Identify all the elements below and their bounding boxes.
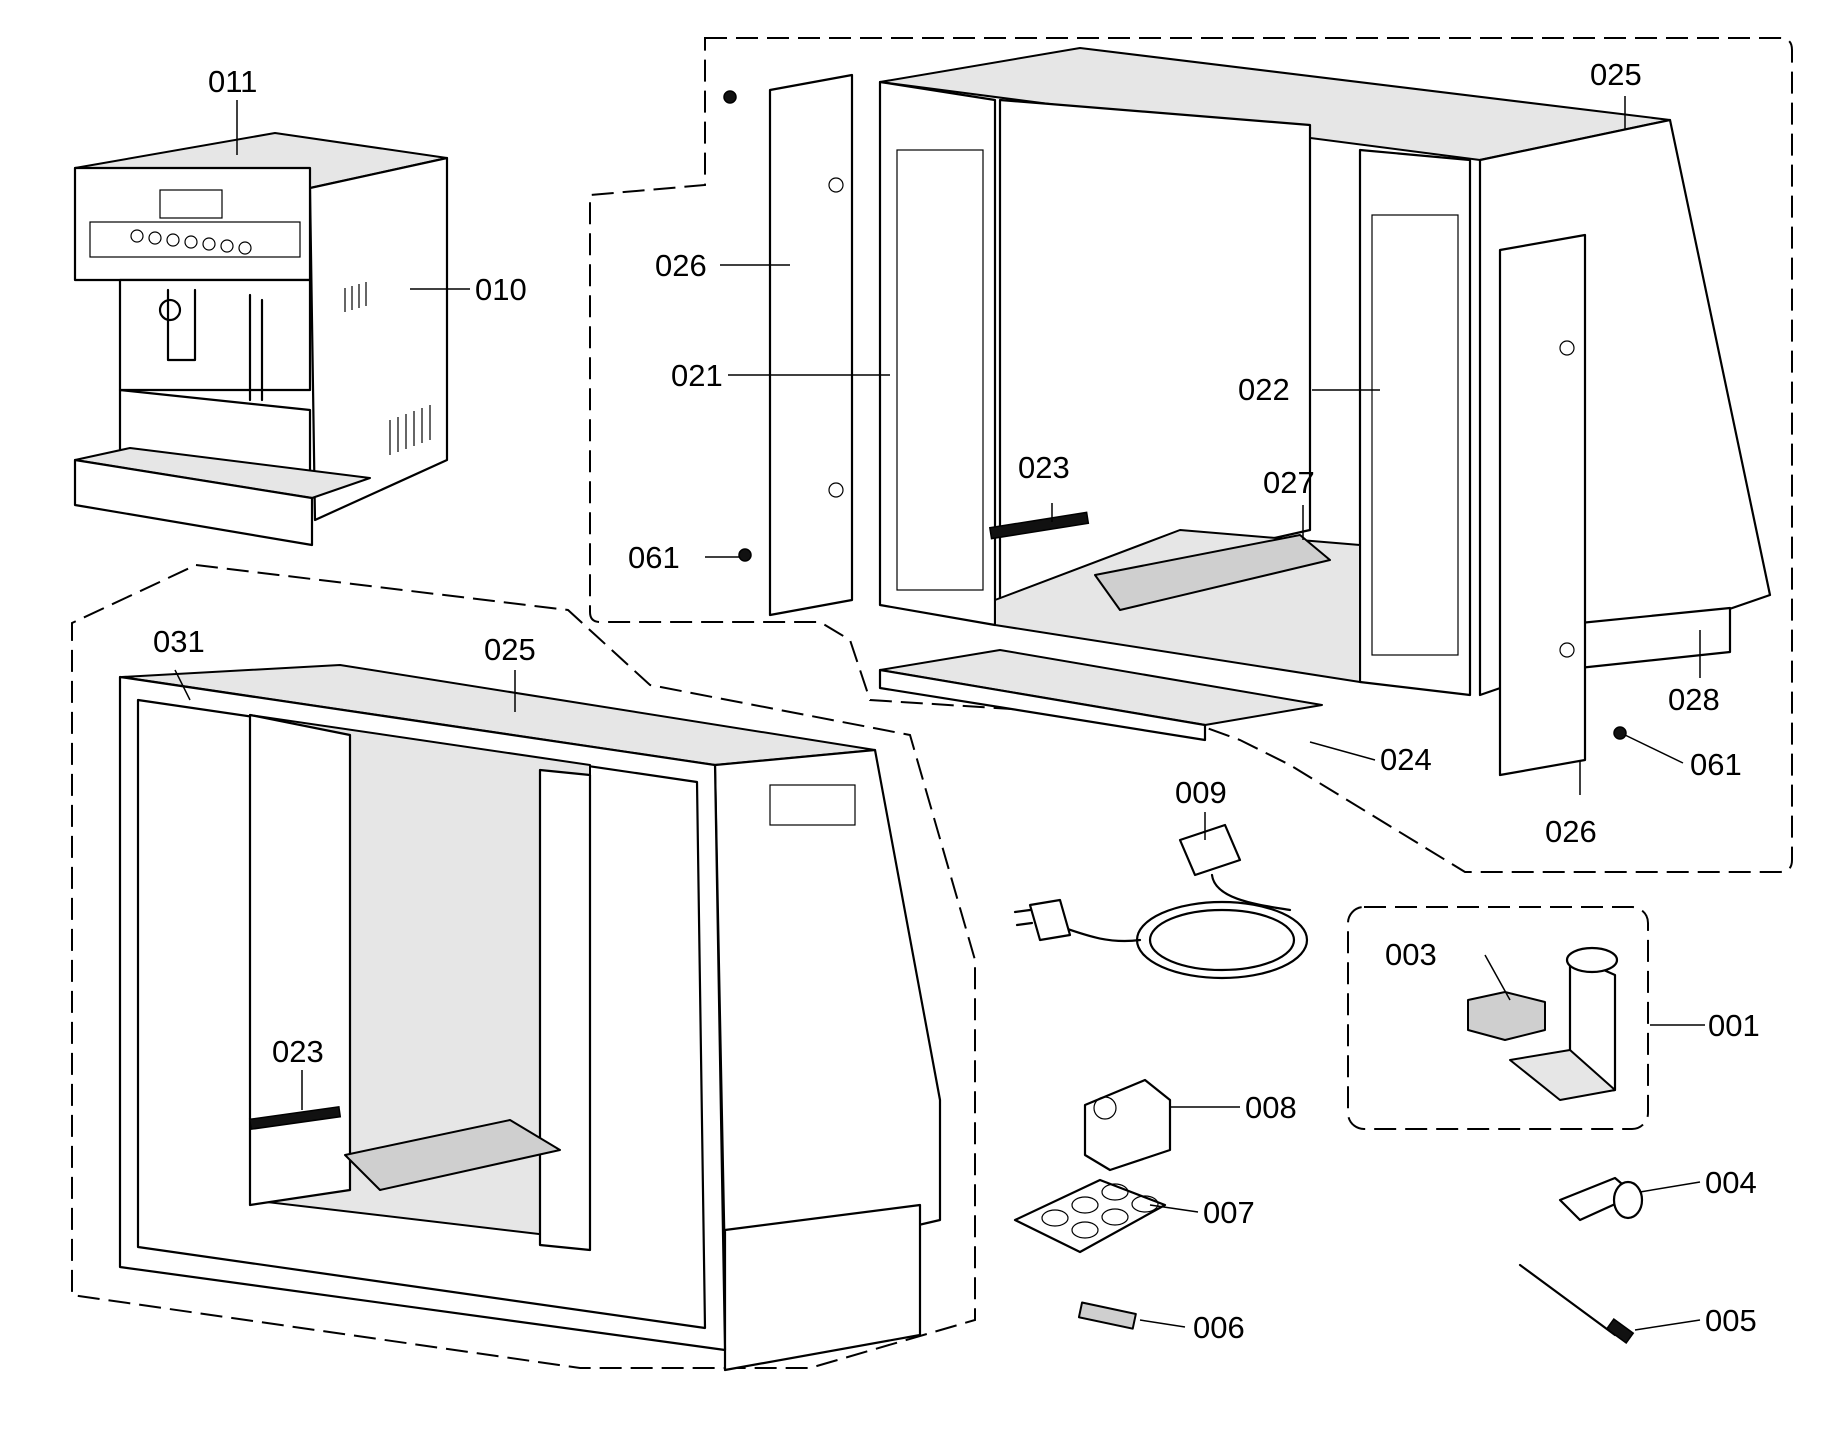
brush-005-bristles — [1605, 1318, 1635, 1344]
key-004-head — [1612, 1180, 1644, 1220]
screw-top-left — [723, 90, 737, 104]
power-cord-lead — [1038, 873, 1292, 942]
housing-right-frame-inner — [1371, 214, 1459, 656]
side-plate-hole — [1559, 340, 1575, 356]
machine-control-strip — [89, 221, 301, 258]
part-label-027: 027 — [1263, 465, 1315, 500]
felt-pad-sheet — [1013, 1178, 1167, 1254]
drip-tray-024-front — [878, 668, 1207, 742]
holder-001-top — [1565, 946, 1619, 974]
side-plate-026-left — [768, 73, 854, 617]
housing-back-wall — [998, 98, 1312, 602]
part-label-025-upper: 025 — [1590, 57, 1642, 92]
coffee-machine-assembly — [73, 132, 449, 547]
label-strip-023-lower — [248, 1105, 342, 1131]
power-cord-plug-end — [1178, 823, 1242, 877]
side-plate-hole — [828, 177, 844, 193]
part-label-003: 003 — [1385, 937, 1437, 972]
accessory-kit-group-boundary — [1347, 906, 1649, 1130]
part-label-001: 001 — [1708, 1008, 1760, 1043]
rail-027 — [1094, 534, 1331, 611]
brush-005-handle — [1518, 1263, 1617, 1337]
housing-left-frame-inner — [896, 149, 984, 591]
part-label-009: 009 — [1175, 775, 1227, 810]
label-strip-023-upper — [988, 511, 1090, 540]
power-cord-009 — [1013, 823, 1309, 980]
machine-drip-tray-front — [73, 458, 314, 547]
upper-housing-group-boundary — [589, 37, 1793, 873]
leader-lines — [174, 96, 1705, 1331]
machine-side-vents — [344, 282, 431, 455]
frame-side-label — [769, 784, 856, 826]
power-cord-mains-plug — [1028, 898, 1072, 942]
lower-frame-group-boundary — [71, 563, 976, 1369]
part-label-023-lower: 023 — [272, 1034, 324, 1069]
water-filter-body — [1083, 1078, 1172, 1172]
part-label-025-lower: 025 — [484, 632, 536, 667]
part-label-026-right: 026 — [1545, 814, 1597, 849]
housing-right-frame — [1358, 148, 1472, 697]
part-label-004: 004 — [1705, 1165, 1757, 1200]
part-label-031: 031 — [153, 624, 205, 659]
part-label-022: 022 — [1238, 372, 1290, 407]
water-filter-cap — [1093, 1096, 1117, 1120]
part-label-061-left: 061 — [628, 540, 680, 575]
side-plate-hole — [828, 482, 844, 498]
part-label-021: 021 — [671, 358, 723, 393]
part-label-026-left: 026 — [655, 248, 707, 283]
screw-061-left — [738, 548, 752, 562]
part-label-011: 011 — [208, 64, 257, 99]
part-label-010: 010 — [475, 272, 527, 307]
part-label-024: 024 — [1380, 742, 1432, 777]
frame-interior-left — [248, 713, 352, 1207]
part-label-028: 028 — [1668, 682, 1720, 717]
upper-housing-assembly — [878, 47, 1772, 697]
part-label-023-upper: 023 — [1018, 450, 1070, 485]
machine-dispenser — [158, 288, 264, 402]
key-004 — [1558, 1176, 1644, 1222]
part-label-008: 008 — [1245, 1090, 1297, 1125]
lower-frame-assembly — [118, 664, 942, 1372]
power-cord-coil — [1135, 900, 1309, 980]
sponge-003 — [1467, 991, 1546, 1041]
frame-side-panel — [713, 748, 942, 1272]
part-label-006: 006 — [1193, 1310, 1245, 1345]
felt-pads-007 — [1013, 1178, 1167, 1254]
part-label-005: 005 — [1705, 1303, 1757, 1338]
water-filter-008 — [1083, 1078, 1172, 1172]
screw-061-right — [1613, 726, 1627, 740]
machine-front-panel — [73, 166, 312, 282]
test-strip-006 — [1077, 1301, 1137, 1330]
frame-interior-right — [538, 768, 592, 1252]
side-plate-hole — [1559, 642, 1575, 658]
holder-001-base — [1509, 1049, 1616, 1101]
power-cord-coil-inner — [1148, 908, 1296, 972]
accessory-kit-001 — [1467, 946, 1619, 1101]
machine-display — [159, 189, 223, 219]
brush-005 — [1518, 1263, 1635, 1344]
part-label-061-right: 061 — [1690, 747, 1742, 782]
machine-side-housing — [308, 156, 449, 522]
side-plate-026-right — [1498, 233, 1587, 777]
machine-buttons — [130, 229, 252, 255]
machine-brew-area — [118, 278, 312, 392]
frame-floor-rail — [344, 1119, 561, 1191]
part-label-007: 007 — [1203, 1195, 1255, 1230]
